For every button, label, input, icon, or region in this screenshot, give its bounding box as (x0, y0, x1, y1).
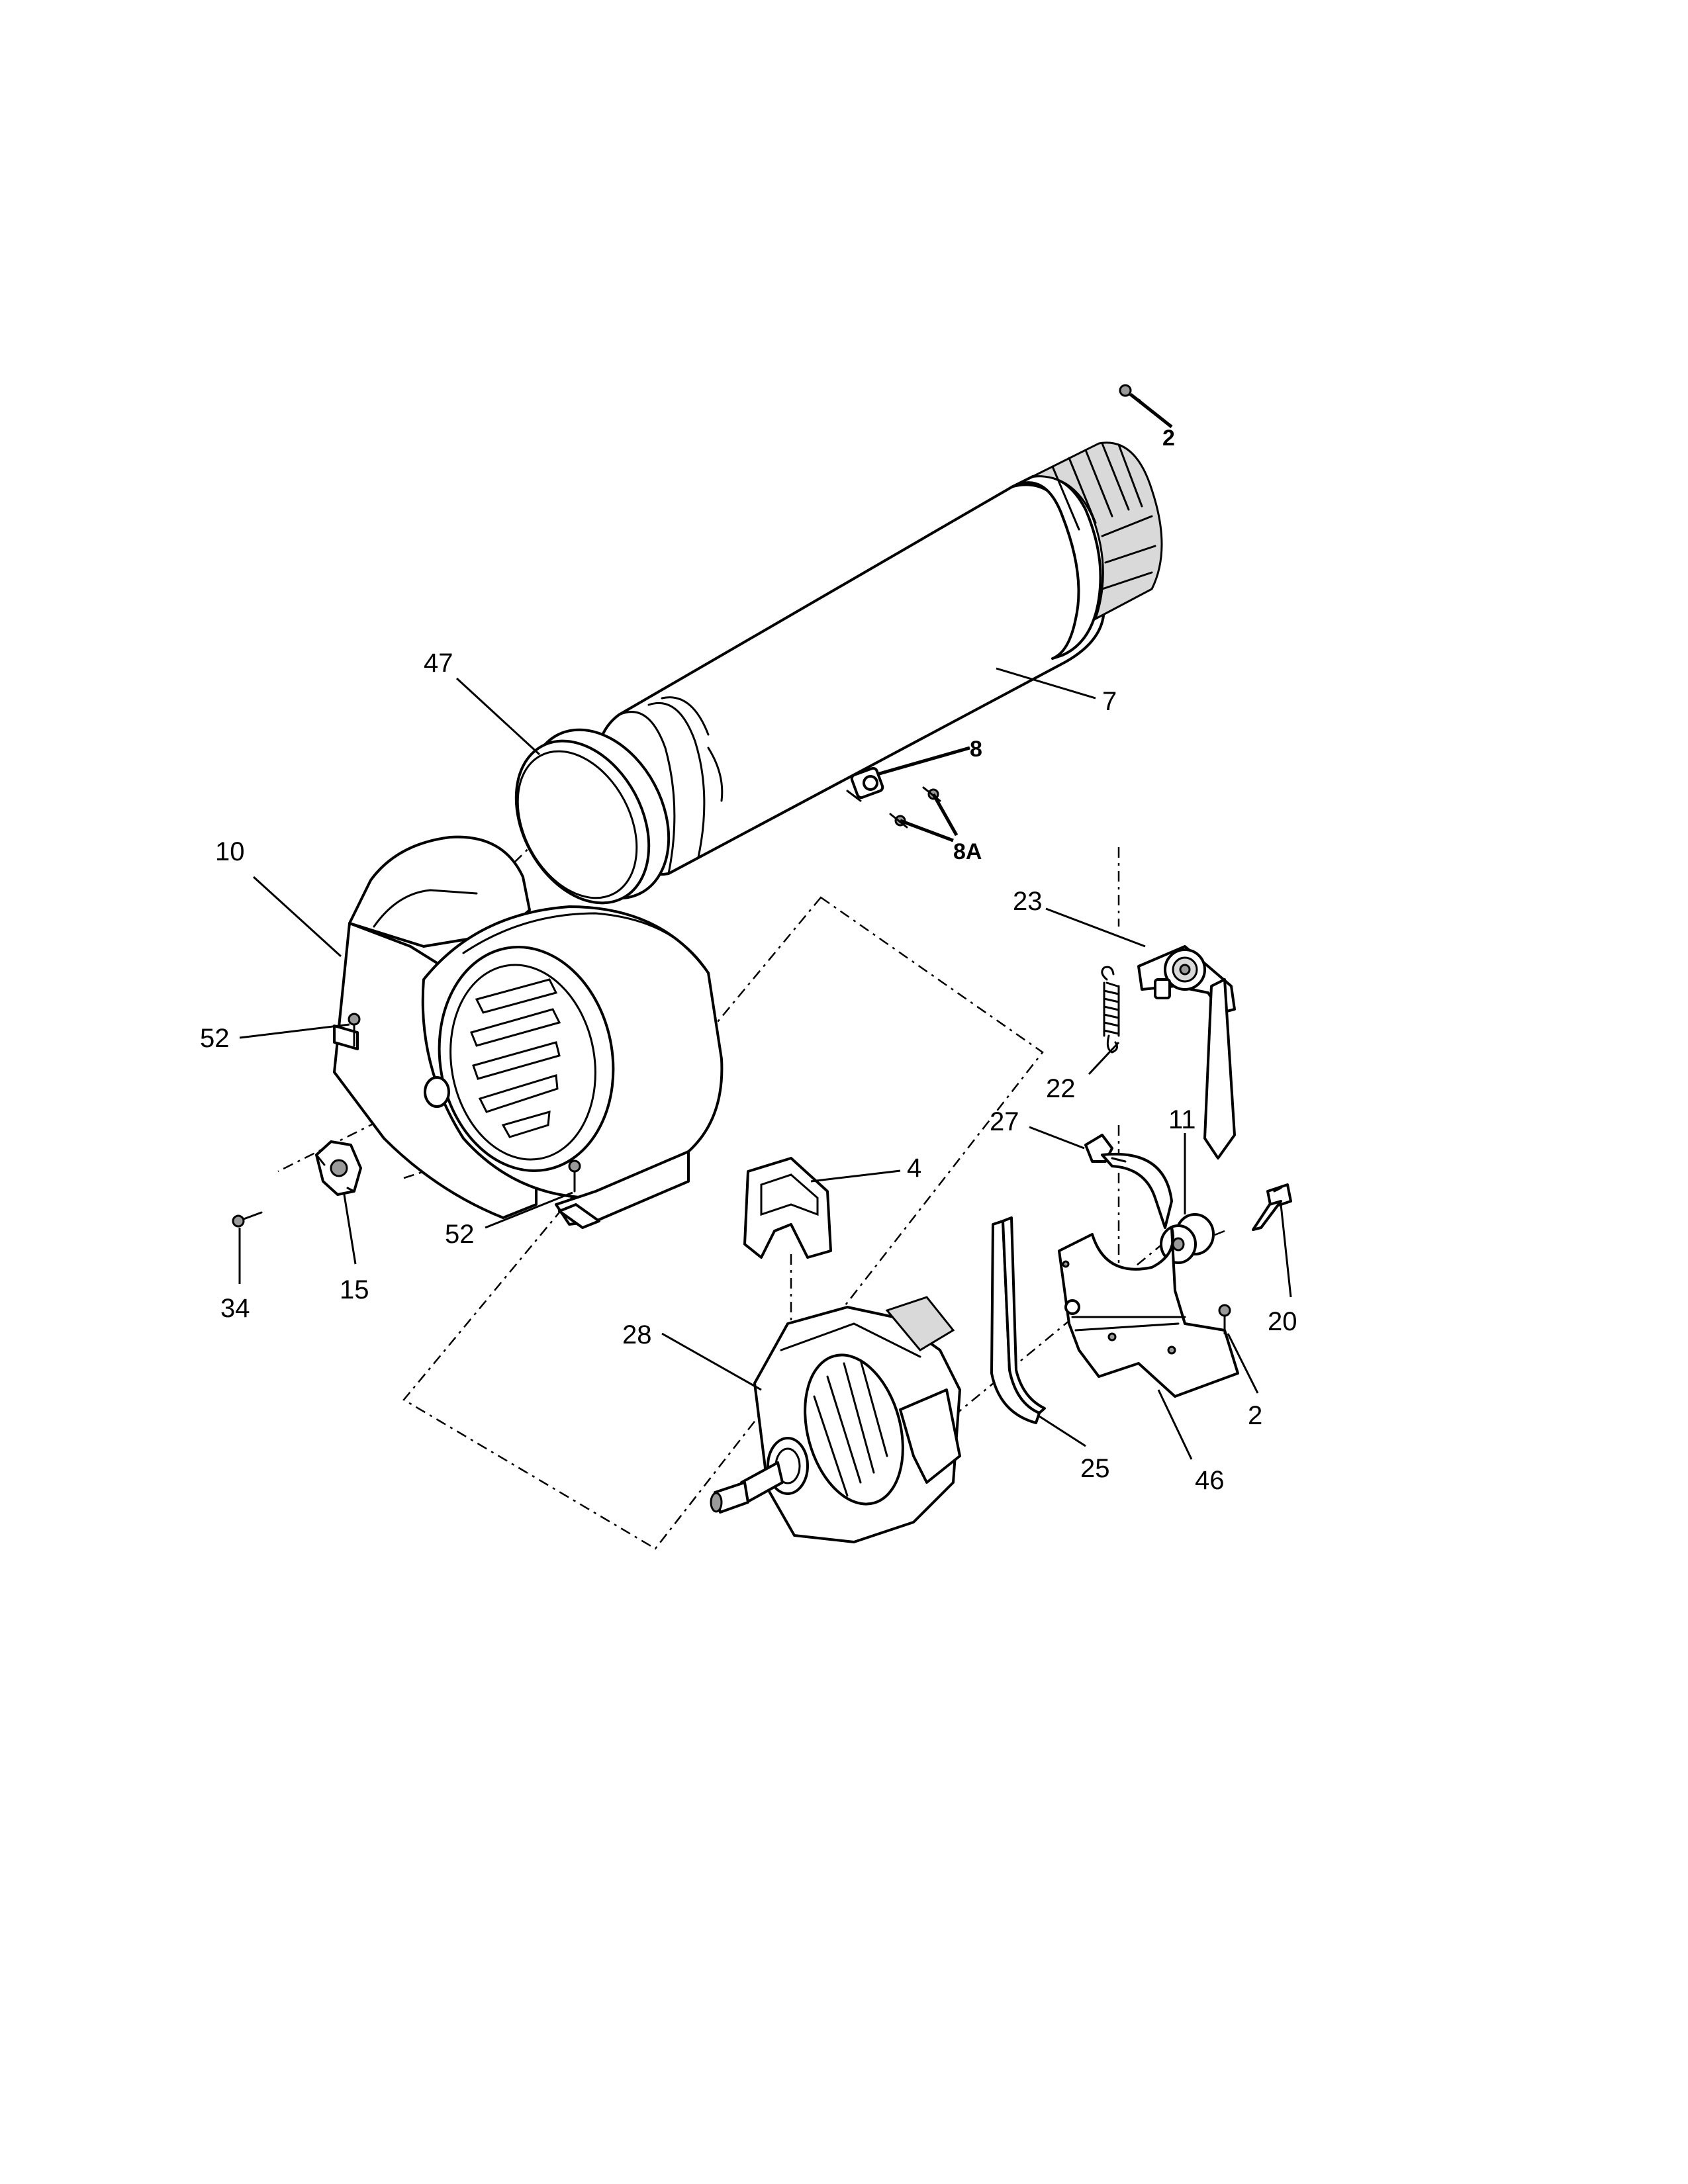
callout-20: 20 (1268, 1307, 1297, 1336)
belt-part-25[interactable] (990, 1216, 1046, 1424)
bracket-part-46[interactable] (1058, 1226, 1239, 1398)
callout-52-upper: 52 (200, 1024, 230, 1053)
screws-part-8a[interactable] (889, 786, 941, 829)
callout-22: 22 (1046, 1074, 1076, 1103)
callout-27: 27 (990, 1107, 1019, 1136)
screw-part-52-upper[interactable] (348, 1013, 361, 1047)
callout-2-lower: 2 (1248, 1401, 1262, 1430)
callout-10: 10 (215, 837, 245, 866)
callout-7: 7 (1102, 687, 1117, 716)
callout-2-top: 2 (1162, 426, 1175, 451)
callout-4: 4 (907, 1154, 921, 1183)
callout-47: 47 (424, 649, 453, 678)
leader-lines (238, 393, 1292, 1460)
callout-15: 15 (340, 1275, 369, 1304)
spring-part-22[interactable] (1101, 966, 1120, 1054)
rib-lines (1051, 442, 1156, 590)
blower-housing-part-10[interactable] (333, 835, 724, 1229)
callout-23: 23 (1013, 887, 1043, 916)
clip-part-27[interactable] (1084, 1134, 1173, 1229)
screw-part-52-lower[interactable] (568, 1160, 581, 1193)
callout-46: 46 (1195, 1466, 1225, 1495)
impeller-part-15[interactable] (315, 1140, 362, 1196)
motor-fan-blades (813, 1359, 888, 1497)
callout-8: 8 (970, 737, 982, 762)
gasket-part-4[interactable] (743, 1157, 832, 1259)
screw-part-34[interactable] (232, 1211, 263, 1228)
callout-11: 11 (1168, 1105, 1196, 1134)
callout-28: 28 (622, 1320, 652, 1349)
motor-part-28[interactable] (710, 1296, 961, 1543)
screw-part-2-lower[interactable] (1218, 1304, 1231, 1335)
thermostat-part-8[interactable] (846, 766, 884, 802)
fan-vanes (469, 978, 561, 1138)
callout-52-lower: 52 (445, 1220, 475, 1249)
callout-8a: 8A (953, 839, 982, 864)
callout-labels: 2 7 47 8 8A 10 23 52 22 27 11 4 52 34 15… (200, 426, 1297, 1495)
callout-25: 25 (1080, 1454, 1110, 1483)
bolt-part-20[interactable] (1252, 1183, 1292, 1231)
callout-34: 34 (220, 1294, 250, 1323)
drum-part-7[interactable] (596, 441, 1163, 876)
seal-ring-part-47[interactable] (490, 705, 697, 926)
idler-arm-part-23[interactable] (1137, 945, 1236, 1160)
